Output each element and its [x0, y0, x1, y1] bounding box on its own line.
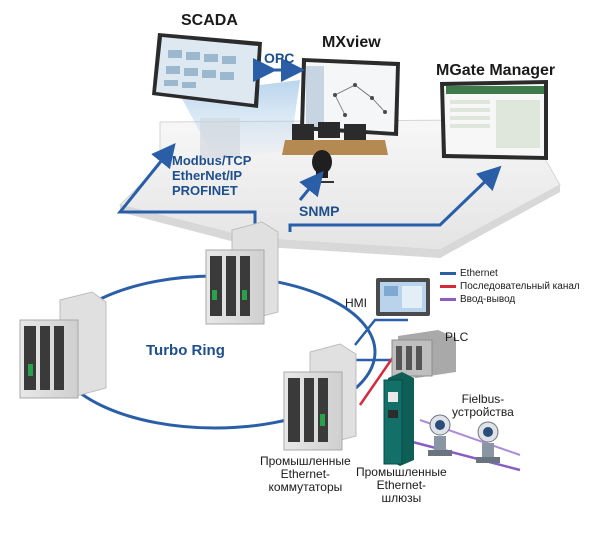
fieldbus-device-1	[428, 414, 452, 456]
operator-desk	[282, 122, 388, 183]
legend-io-label: Ввод-вывод	[460, 294, 516, 305]
legend-ethernet: Ethernet	[440, 268, 498, 279]
plc-device	[391, 330, 456, 378]
switches-label: Промышленные Ethernet- коммутаторы	[260, 455, 351, 494]
fieldbus-line-2: устройства	[452, 405, 514, 419]
protocols-label: Modbus/TCP EtherNet/IP PROFINET	[172, 153, 251, 198]
scada-monitor	[152, 33, 262, 158]
mgate-label: MGate Manager	[436, 62, 556, 79]
hmi-label: HMI	[345, 296, 367, 310]
fieldbus-line-1: Fielbus-	[461, 392, 505, 406]
turbo-ring-label: Turbo Ring	[146, 342, 225, 359]
gateways-line-1: Промышленные	[356, 465, 447, 479]
legend-swatch-ethernet	[440, 272, 456, 275]
gateways-line-3: шлюзы	[381, 491, 422, 505]
eth-hmi	[354, 318, 408, 346]
mgate-monitor	[440, 80, 548, 160]
legend-swatch-serial	[440, 285, 456, 288]
switch-top	[205, 221, 279, 325]
gateway-device	[383, 372, 414, 466]
switch-bottom	[283, 343, 357, 451]
fieldbus-device-2	[476, 421, 500, 463]
gateways-label: Промышленные Ethernet- шлюзы	[356, 466, 447, 505]
switches-line-3: коммутаторы	[268, 480, 343, 494]
legend-io: Ввод-вывод	[440, 294, 515, 305]
legend-serial-label: Последовательный канал	[460, 281, 580, 292]
io-link	[404, 438, 521, 472]
legend-ethernet-label: Ethernet	[460, 268, 498, 279]
protocol-profinet: PROFINET	[172, 183, 238, 198]
scada-label: SCADA	[181, 12, 238, 29]
plc-label: PLC	[445, 330, 469, 344]
legend-serial: Последовательный канал	[440, 281, 580, 292]
uplink-snmp	[288, 165, 502, 232]
mxview-monitor	[300, 58, 400, 136]
snmp-label: SNMP	[299, 203, 340, 219]
legend-swatch-io	[440, 298, 456, 301]
switches-line-2: Ethernet-	[280, 467, 331, 481]
mxview-label: MXview	[322, 34, 381, 51]
snmp-arrow	[298, 171, 324, 201]
protocol-ethernetip: EtherNet/IP	[172, 168, 243, 183]
switch-left	[19, 291, 107, 399]
switches-line-1: Промышленные	[260, 454, 351, 468]
opc-label: OPC	[264, 50, 295, 66]
fieldbus-label: Fielbus- устройства	[452, 393, 514, 419]
gateways-line-2: Ethernet-	[376, 478, 427, 492]
hmi-device	[376, 278, 430, 316]
uplink-scada	[116, 142, 257, 232]
protocol-modbus: Modbus/TCP	[172, 153, 252, 168]
